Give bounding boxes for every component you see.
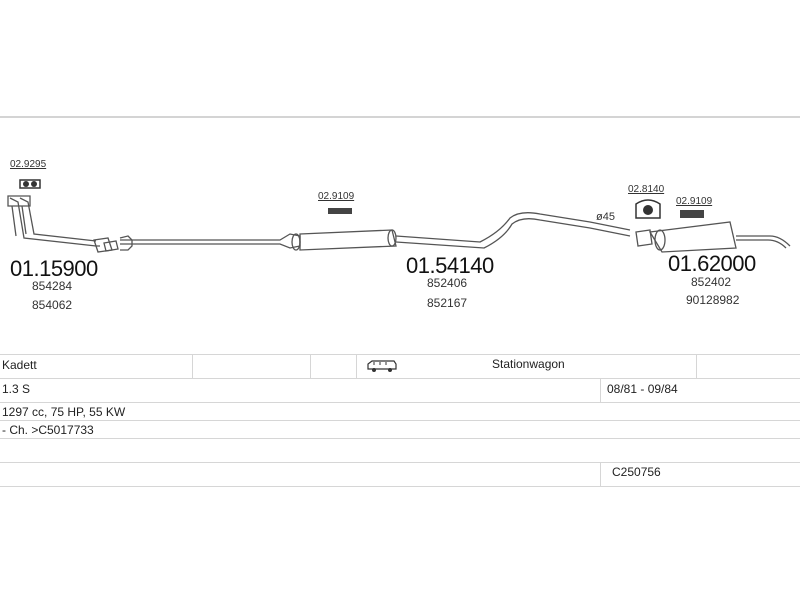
front-pipe-inner	[19, 197, 97, 242]
chassis-cell: - Ch. >C5017733	[2, 423, 94, 437]
rear-pipe	[395, 212, 631, 243]
exhaust-diagram	[7, 179, 791, 253]
clamp-label: 02.9109	[676, 196, 713, 207]
specs-cell: 1297 cc, 75 HP, 55 KW	[2, 405, 126, 419]
body-type-cell: Stationwagon	[492, 357, 565, 371]
code-cell: C250756	[612, 465, 661, 479]
part-ref: 852167	[427, 296, 468, 310]
middle-silencer	[299, 229, 397, 251]
years-cell: 08/81 - 09/84	[607, 382, 678, 396]
clamp-label: 02.8140	[628, 184, 665, 195]
diameter-label: ø45	[596, 211, 615, 223]
part-number: 01.15900	[10, 256, 98, 281]
clamp-icon	[635, 199, 661, 219]
model-cell: Kadett	[2, 358, 37, 372]
clamp-label: 02.9109	[318, 191, 355, 202]
part-number: 01.54140	[406, 253, 494, 278]
top-border	[0, 116, 800, 118]
rear-silencer	[648, 221, 737, 253]
part-ref: 854062	[32, 298, 73, 312]
tail-pipe	[736, 235, 791, 247]
part-number: 01.62000	[668, 251, 756, 276]
middle-pipe	[120, 233, 301, 249]
part-ref: 90128982	[686, 293, 740, 307]
front-pipe	[9, 197, 100, 247]
clamp-icon	[680, 210, 704, 218]
engine-cell: 1.3 S	[2, 382, 31, 396]
clamp-icon	[19, 179, 41, 189]
part-ref: 852402	[691, 275, 732, 289]
part-ref: 852406	[427, 276, 468, 290]
van-icon	[367, 360, 397, 372]
part-ref: 854284	[32, 279, 73, 293]
clamp-label: 02.9295	[10, 159, 47, 170]
clamp-icon	[328, 208, 352, 214]
